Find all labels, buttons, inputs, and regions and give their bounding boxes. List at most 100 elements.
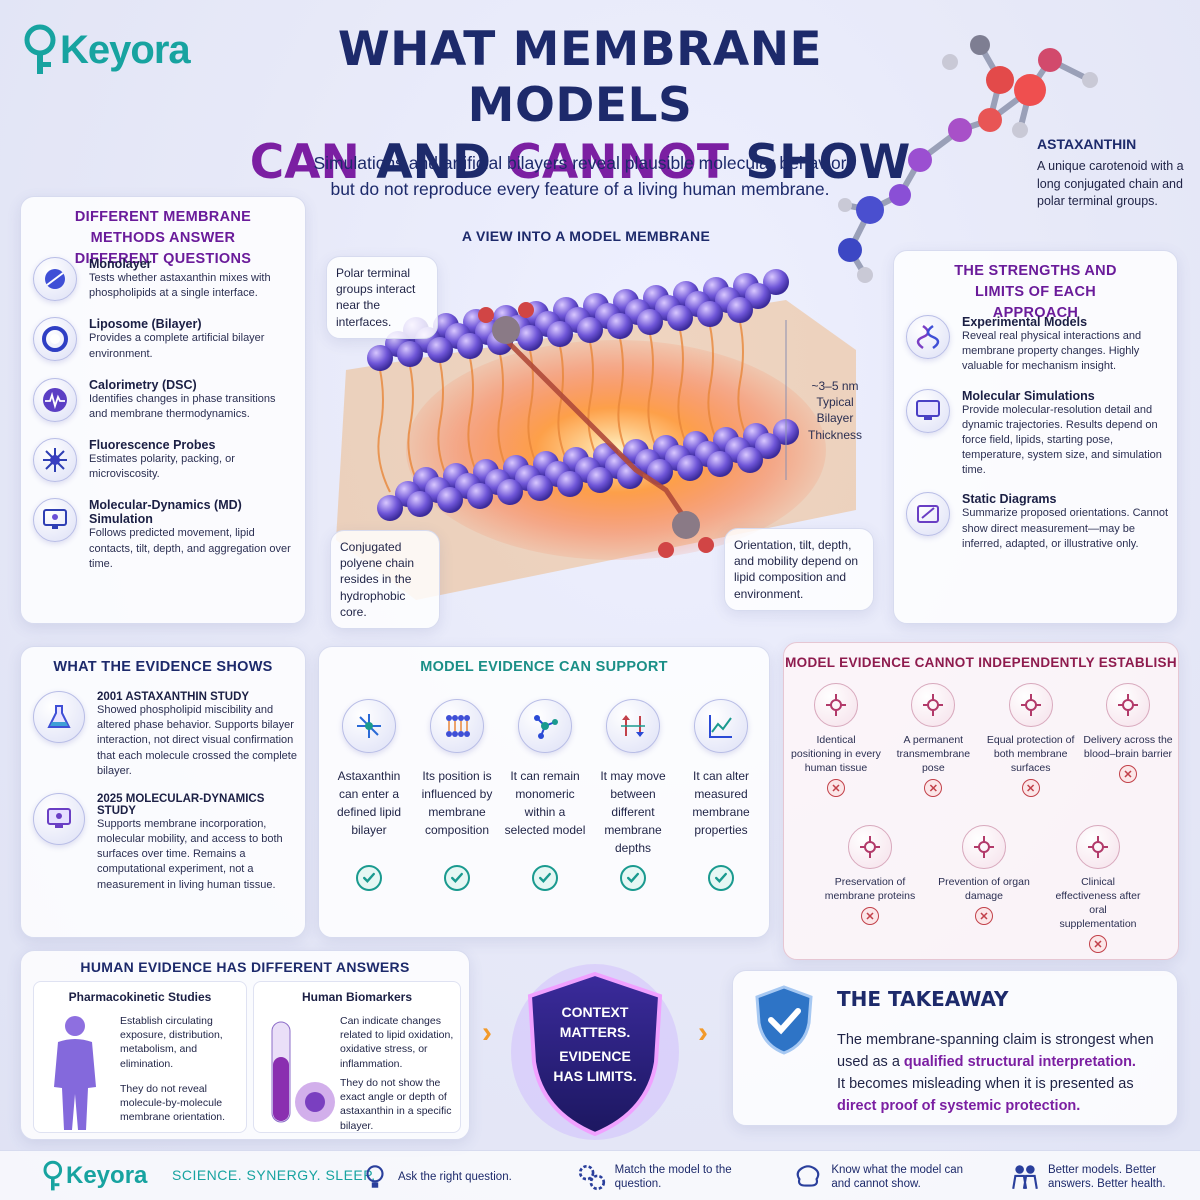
liposome-icon <box>33 317 77 362</box>
biomarkers-panel: Human Biomarkers Can indicate changes re… <box>253 981 461 1133</box>
support-text: It can alter measured membrane propertie… <box>692 769 750 837</box>
footer-text: Know what the model can and cannot show. <box>831 1164 964 1190</box>
cross-icon: ✕ <box>1089 935 1107 953</box>
lipid-head <box>737 447 763 473</box>
cross-icon: ✕ <box>1021 779 1040 797</box>
cannot-text: Clinical effectiveness after oral supple… <box>1055 876 1141 930</box>
support-item: Its position is influenced by membrane c… <box>415 699 499 891</box>
methods-title: DIFFERENT MEMBRANE METHODS ANSWER DIFFER… <box>74 209 252 267</box>
brand-logo: Keyora <box>22 22 191 78</box>
evidence-title: WHAT THE EVIDENCE SHOWS <box>53 659 273 675</box>
lipid-head <box>755 433 781 459</box>
cannot-card: MODEL EVIDENCE CANNOT INDEPENDENTLY ESTA… <box>783 642 1179 960</box>
lipid-head <box>607 313 633 339</box>
pk-panel: Pharmacokinetic Studies Establish circul… <box>33 981 247 1133</box>
shield-graphic <box>511 964 679 1140</box>
lipid-tail <box>377 369 391 493</box>
method-text: Follows predicted movement, lipid contac… <box>89 527 291 570</box>
simulation-monitor-icon <box>33 498 77 543</box>
fluorescence-icon <box>33 438 77 483</box>
support-text: Its position is influenced by membrane c… <box>421 769 493 837</box>
people-icon <box>1010 1162 1040 1192</box>
computer-icon <box>906 388 950 433</box>
lipid-head <box>547 321 573 347</box>
page-subtitle: Simulations and artificial bilayers reve… <box>313 153 847 199</box>
astaxanthin-name: ASTAXANTHIN <box>1037 136 1137 152</box>
footer-item: Better models. Better answers. Better he… <box>1010 1162 1180 1192</box>
lipid-head <box>637 309 663 335</box>
title-line-2: CAN AND CANNOT SHOW <box>249 135 911 190</box>
astaxanthin-molecule-illustration <box>838 35 1098 283</box>
lipid-pairs-icon <box>430 699 484 753</box>
cannot-item: Equal protection of both membrane surfac… <box>985 683 1077 797</box>
cross-icon: ✕ <box>975 907 993 925</box>
takeaway-body: The membrane-spanning claim is strongest… <box>837 1032 1154 1114</box>
lipid-head <box>367 345 393 371</box>
membrane-view: A VIEW INTO A MODEL MEMBRANE Polar termi… <box>316 210 876 630</box>
support-text: It may move between different membrane d… <box>600 769 666 855</box>
cannot-item: Clinical effectiveness after oral supple… <box>1052 825 1144 953</box>
cannot-text: A permanent transmembrane pose <box>896 734 971 774</box>
lipid-head <box>697 301 723 327</box>
callout-polyene-chain: Conjugated polyene chain resides in the … <box>330 530 440 629</box>
method-title: Molecular-Dynamics (MD) Simulation <box>89 498 242 527</box>
line-graph-icon <box>694 699 748 753</box>
pk-title: Pharmacokinetic Studies <box>68 990 212 1004</box>
lipid-tail <box>407 365 421 489</box>
dna-icon <box>906 315 950 359</box>
support-item: It may move between different membrane d… <box>591 699 675 891</box>
lipid-head <box>517 325 543 351</box>
lipid-head <box>647 459 673 485</box>
logo-text: Keyora <box>60 27 191 72</box>
cannot-title: MODEL EVIDENCE CANNOT INDEPENDENTLY ESTA… <box>785 655 1177 670</box>
human-body-icon <box>54 1016 96 1130</box>
cross-icon: ✕ <box>1118 765 1137 783</box>
lipid-head <box>497 479 523 505</box>
method-title: Fluorescence Probes <box>89 438 216 453</box>
lipid-head <box>527 475 553 501</box>
footer-item: Match the model to the question. <box>577 1162 747 1192</box>
membrane-view-title: A VIEW INTO A MODEL MEMBRANE <box>461 228 711 244</box>
lipid-head <box>457 333 483 359</box>
cannot-item: Prevention of organ damage✕ <box>938 825 1030 953</box>
human-evidence-title: HUMAN EVIDENCE HAS DIFFERENT ANSWERS <box>80 959 410 975</box>
footer-text: Match the model to the question. <box>614 1164 732 1190</box>
lipid-head <box>677 455 703 481</box>
lipid-head <box>763 269 789 295</box>
key-logo-small-icon <box>43 1160 63 1191</box>
support-item: It can remain monomeric within a selecte… <box>503 699 587 891</box>
clinical-icon <box>1076 825 1120 869</box>
support-text: It can remain monomeric within a selecte… <box>504 769 586 837</box>
lipid-head <box>377 495 403 521</box>
context-shield: CONTEXT MATTERS. EVIDENCE HAS LIMITS. <box>510 962 680 1142</box>
biomarkers-title: Human Biomarkers <box>301 990 413 1004</box>
lipid-head <box>427 337 453 363</box>
monomer-icon <box>518 699 572 753</box>
biomarkers-text-2: They do not show the exact angle or dept… <box>340 1077 452 1132</box>
lightbulb-icon <box>360 1162 390 1192</box>
arrow-right-icon: › <box>698 1016 708 1049</box>
strengths-title: THE STRENGTHS AND LIMITS OF EACH APPROAC… <box>954 263 1117 321</box>
lipid-tail <box>587 341 601 465</box>
strength-title: Molecular Simulations <box>962 388 1095 403</box>
method-title: Calorimetry (DSC) <box>89 377 197 392</box>
cannot-text: Preservation of membrane proteins <box>824 876 916 902</box>
check-icon <box>620 865 646 891</box>
check-icon <box>708 865 734 891</box>
lipid-tail <box>647 333 661 457</box>
support-list: Astaxanthin can enter a defined lipid bi… <box>327 699 763 891</box>
lipid-tail <box>707 325 721 449</box>
method-text: Provides a complete artificial bilayer e… <box>89 332 265 360</box>
footer-text: Better models. Better answers. Better he… <box>1047 1164 1166 1190</box>
lipid-tail <box>497 353 511 477</box>
page-title: WHAT MEMBRANE MODELS CAN AND CANNOT SHOW <box>230 22 930 192</box>
pk-text-2: They do not reveal molecule-by-molecule … <box>120 1083 226 1124</box>
footer-item: Ask the right question. <box>360 1162 530 1192</box>
support-card: MODEL EVIDENCE CAN SUPPORT Astaxanthin c… <box>318 646 770 938</box>
